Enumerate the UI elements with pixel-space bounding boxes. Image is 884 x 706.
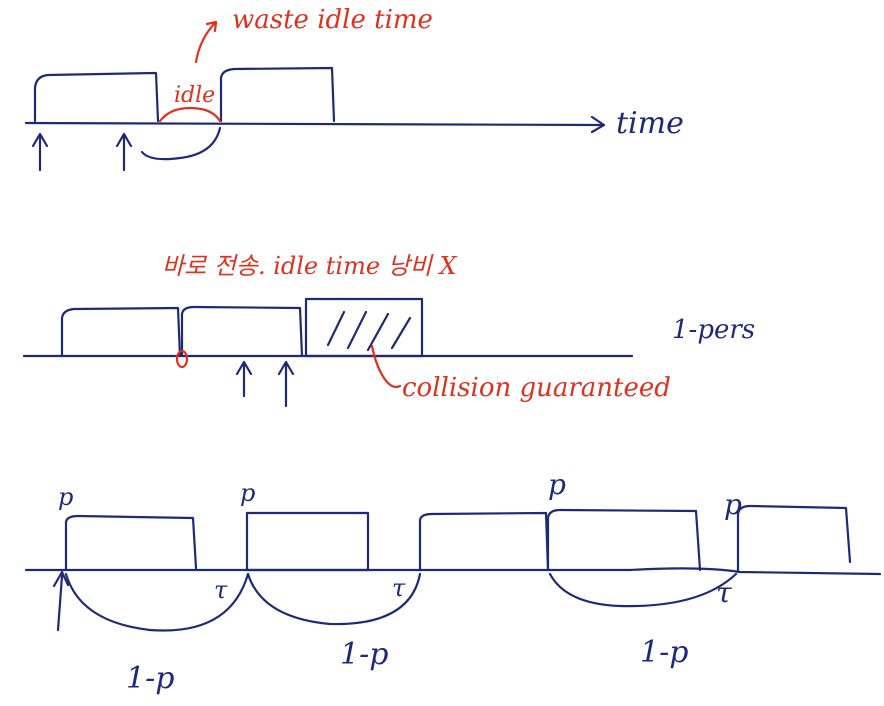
frame-p2	[245, 511, 370, 572]
p-label-3: p	[548, 468, 566, 501]
arrival-arrow-2	[115, 132, 133, 172]
tau-label-3: τ	[716, 576, 732, 609]
p-label-2: p	[240, 479, 255, 507]
timeline-3-tail	[628, 567, 882, 576]
start-marker	[175, 349, 189, 369]
collision-hatch	[326, 310, 412, 352]
wait-arc	[140, 126, 222, 161]
waste-annotation-arrow	[194, 20, 218, 64]
one-minus-p-label-2: 1-p	[340, 637, 388, 672]
timeline-1	[24, 121, 604, 127]
one-minus-p-label-1: 1-p	[126, 661, 174, 696]
frame-b	[180, 305, 304, 358]
frame-2	[219, 66, 336, 123]
one-minus-p-arc-1	[64, 572, 250, 632]
send-immediately-label: 바로 전송. idle time 낭비 X	[162, 252, 457, 280]
diagram-3: p p p p τ τ τ 1-p 1-p 1-p	[24, 468, 882, 696]
arrival-arrow-5	[52, 570, 70, 632]
frame-p5	[736, 504, 852, 574]
frame-p3	[418, 511, 550, 572]
tau-label-2: τ	[392, 574, 406, 602]
1-persistent-label: 1-pers	[672, 315, 755, 345]
one-minus-p-label-3: 1-p	[640, 635, 688, 670]
tau-label-1: τ	[214, 576, 228, 604]
idle-arc	[158, 106, 222, 123]
arrival-arrow-3	[235, 360, 253, 398]
one-minus-p-arc-2	[246, 572, 422, 626]
p-label-1: p	[58, 483, 73, 511]
time-axis-label: time	[616, 106, 684, 141]
diagram-1: waste idle time idle time	[24, 5, 684, 172]
idle-label: idle	[174, 83, 215, 108]
arrival-arrow-4	[277, 360, 295, 408]
collision-guaranteed-label: collision guaranteed	[402, 373, 671, 403]
p-label-4: p	[724, 488, 742, 521]
collision-pointer	[370, 344, 402, 389]
waste-idle-time-label: waste idle time	[232, 5, 433, 35]
frame-p1	[64, 514, 198, 572]
arrival-arrow-1	[31, 132, 49, 172]
frame-p4	[546, 508, 702, 572]
frame-a	[60, 306, 182, 358]
diagram-2: 바로 전송. idle time 낭비 X collision guarante…	[22, 252, 755, 408]
frame-1	[33, 71, 160, 123]
timeline-1-arrowhead	[590, 115, 606, 134]
one-minus-p-arc-3	[548, 572, 738, 608]
